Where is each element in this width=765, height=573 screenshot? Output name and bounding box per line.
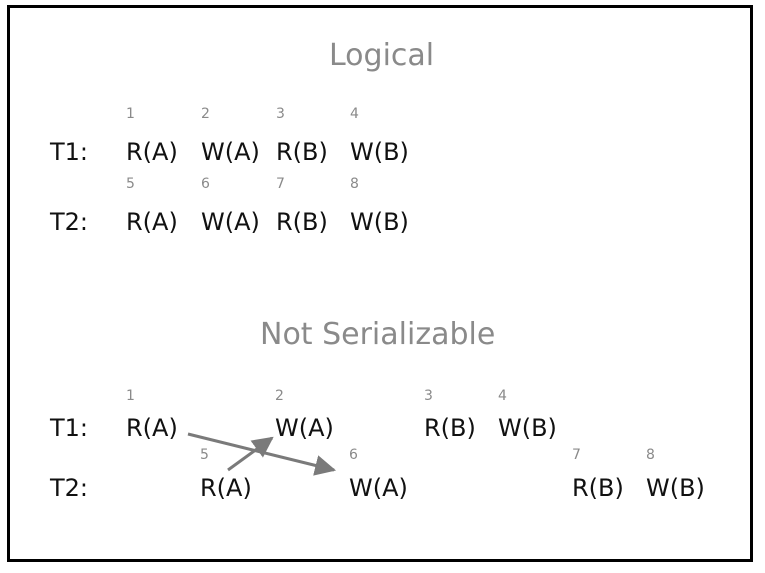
step-number: 6 [349, 447, 358, 463]
step-number: 3 [276, 106, 285, 122]
operation: W(A) [201, 208, 260, 236]
operation: R(A) [126, 208, 178, 236]
logical-t1-label: T1: [50, 138, 89, 166]
step-number: 6 [201, 176, 210, 192]
operation: R(A) [200, 474, 252, 502]
step-number: 7 [572, 447, 581, 463]
step-number: 8 [646, 447, 655, 463]
step-number: 8 [350, 176, 359, 192]
operation: R(B) [276, 208, 328, 236]
arrow-t1-read-to-t2-write [187, 432, 337, 476]
operation: R(A) [126, 138, 178, 166]
step-number: 3 [424, 388, 433, 404]
step-number: 4 [498, 388, 507, 404]
operation: W(B) [646, 474, 705, 502]
schedule-title: Not Serializable [260, 317, 496, 352]
step-number: 1 [126, 106, 135, 122]
arrow-t2-read-to-t1-write [227, 436, 274, 472]
operation: W(B) [350, 138, 409, 166]
schedule-t1-label: T1: [50, 414, 89, 442]
operation: W(A) [349, 474, 408, 502]
operation: R(B) [424, 414, 476, 442]
step-number: 5 [200, 447, 209, 463]
step-number: 1 [126, 388, 135, 404]
operation: R(A) [126, 414, 178, 442]
step-number: 4 [350, 106, 359, 122]
operation: W(B) [498, 414, 557, 442]
step-number: 2 [201, 106, 210, 122]
step-number: 7 [276, 176, 285, 192]
step-number: 5 [126, 176, 135, 192]
operation: W(A) [275, 414, 334, 442]
operation: W(A) [201, 138, 260, 166]
operation: R(B) [276, 138, 328, 166]
logical-t2-label: T2: [50, 208, 89, 236]
operation: R(B) [572, 474, 624, 502]
slide-frame [7, 5, 753, 562]
operation: W(B) [350, 208, 409, 236]
schedule-t2-label: T2: [50, 474, 89, 502]
logical-title: Logical [329, 38, 435, 73]
step-number: 2 [275, 388, 284, 404]
